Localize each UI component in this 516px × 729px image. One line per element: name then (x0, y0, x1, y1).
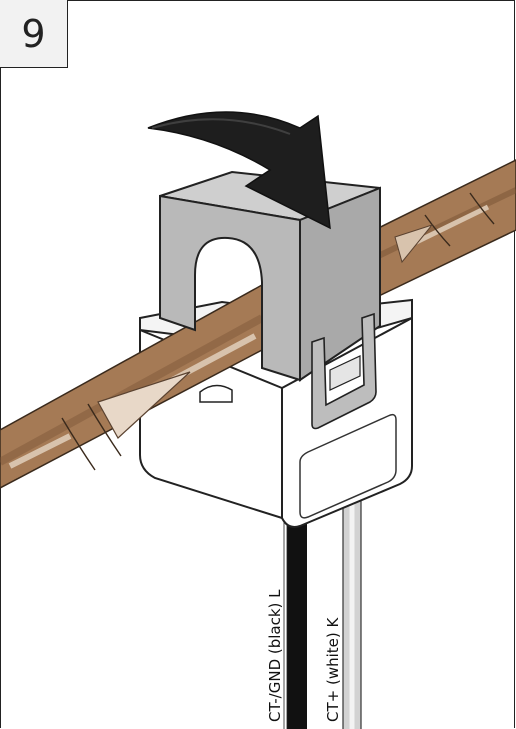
step-number: 9 (21, 11, 46, 56)
rotation-arrow-icon (147, 111, 331, 230)
white-wire-label: CT+ (white) K (324, 617, 342, 722)
black-wire-label: CT-/GND (black) L (266, 589, 284, 722)
pipe-front-segment (0, 283, 264, 489)
black-wire (283, 519, 307, 729)
step-number-box: 9 (0, 0, 68, 68)
white-wire (342, 499, 362, 729)
flow-direction-arrow-icon (97, 371, 191, 439)
